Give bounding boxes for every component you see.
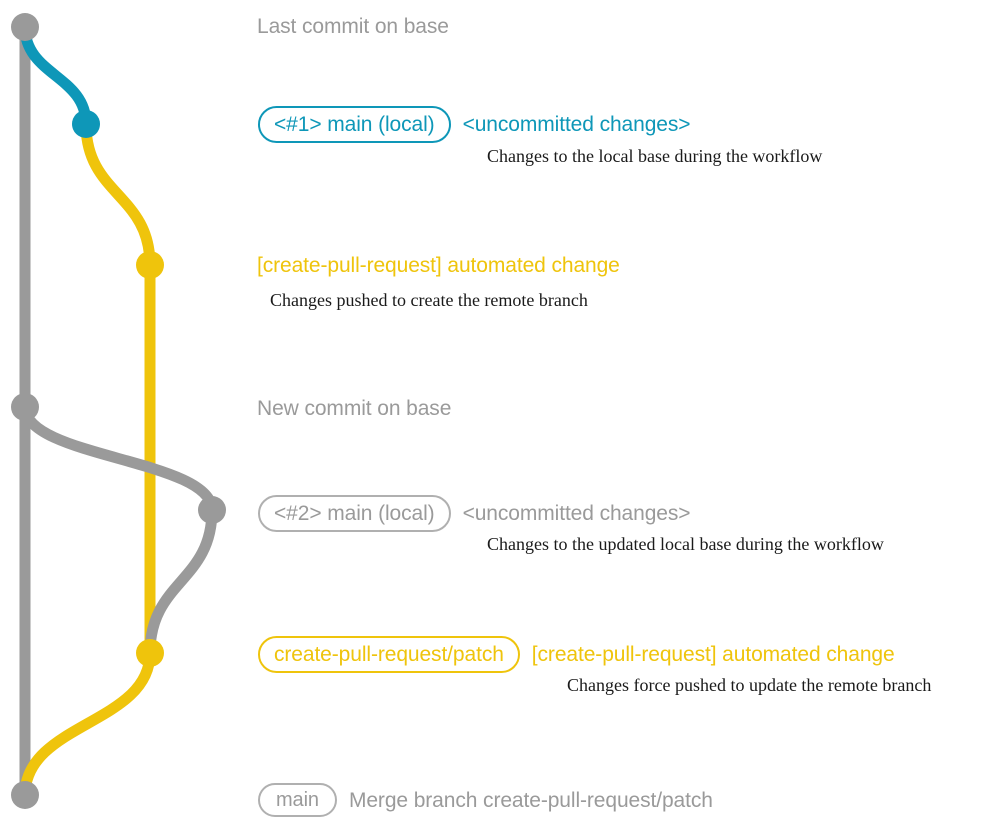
commit-node-base-last[interactable] [11,13,39,41]
ref-row-local-uncommitted-1: <#1> main (local) <uncommitted changes> [258,106,691,143]
commit-subject-last-commit-on-base: Last commit on base [257,15,449,38]
commit-description-remote-create-branch: Changes pushed to create the remote bran… [270,290,588,310]
edge-local1-to-remote1 [80,118,156,271]
commit-subject-remote-force-push: [create-pull-request] automated change [531,643,895,666]
commit-description-remote-force-push: Changes force pushed to update the remot… [567,675,932,695]
commit-node-base-new[interactable] [11,393,39,421]
ref-badge-main[interactable]: main [258,783,337,817]
edge-basenew-to-local2 [19,401,218,516]
commit-subject-merge-commit: Merge branch create-pull-request/patch [348,788,713,812]
commit-node-remote-1[interactable] [136,251,164,279]
ref-row-remote-force-push: create-pull-request/patch [create-pull-r… [258,636,895,673]
ref-badge-create-pull-request-patch[interactable]: create-pull-request/patch [258,636,520,673]
ref-badge-main-local-2[interactable]: <#2> main (local) [258,495,451,532]
ref-row-merge-commit: main Merge branch create-pull-request/pa… [258,783,713,817]
ref-badge-main-local-1[interactable]: <#1> main (local) [258,106,451,143]
commit-nodes [11,13,226,809]
commit-node-base-merge[interactable] [11,781,39,809]
ref-row-local-uncommitted-2: <#2> main (local) <uncommitted changes> [258,495,691,532]
edge-remote2-to-merge [19,647,156,801]
commit-subject-new-commit-on-base: New commit on base [257,397,452,420]
edge-base-to-local1 [19,21,92,130]
commit-subject-local-uncommitted-1: <uncommitted changes> [462,113,691,136]
commit-description-local-uncommitted-1: Changes to the local base during the wor… [487,146,823,166]
commit-node-local-2[interactable] [198,496,226,524]
commit-subject-remote-create-branch: [create-pull-request] automated change [257,254,620,277]
edge-local2-to-remote2 [144,504,218,659]
commit-subject-local-uncommitted-2: <uncommitted changes> [462,502,691,525]
commit-node-local-1[interactable] [72,110,100,138]
commit-node-remote-2[interactable] [136,639,164,667]
commit-description-local-uncommitted-2: Changes to the updated local base during… [487,534,884,554]
